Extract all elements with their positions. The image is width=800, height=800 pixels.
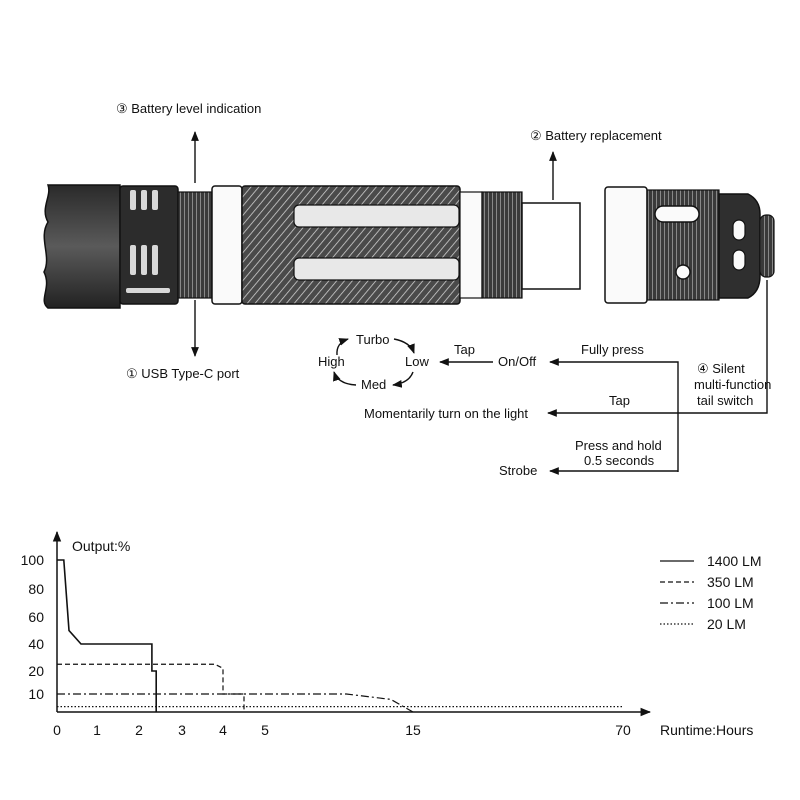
flashlight-head <box>43 184 121 309</box>
tail-cap <box>604 186 775 304</box>
tail-switch-label-2: multi-function <box>694 377 771 392</box>
y-tick-100: 100 <box>21 552 45 568</box>
series-line-1400-lm <box>57 559 157 712</box>
switch-flow-lines <box>439 280 768 475</box>
callout-lines <box>191 131 557 357</box>
battery-indicator-ring <box>119 185 179 305</box>
legend-label-3: 20 LM <box>707 616 746 632</box>
knurled-tube <box>241 185 461 305</box>
tube-threads <box>481 191 523 299</box>
ring-slots <box>126 190 170 293</box>
y-axis-label: Output:% <box>72 538 130 554</box>
chart-legend: 1400 LM 350 LM 100 LM 20 LM <box>660 553 761 632</box>
legend-label-0: 1400 LM <box>707 553 761 569</box>
x-axis-label: Runtime:Hours <box>660 722 753 738</box>
x-tick-1: 1 <box>93 722 101 738</box>
battery-level-label: ③ Battery level indication <box>116 101 261 116</box>
tail-switch-button <box>759 214 775 278</box>
x-tick-4: 4 <box>219 722 227 738</box>
usb-port-collar <box>177 191 213 299</box>
tap-label-onoff: Tap <box>454 342 475 357</box>
y-tick-10: 10 <box>28 686 44 702</box>
y-tick-60: 60 <box>28 609 44 625</box>
mode-low: Low <box>405 354 429 369</box>
runtime-chart: Output:% Runtime:Hours 100 80 60 40 20 10 0 1 2… <box>21 530 761 738</box>
series-line-100-lm <box>57 693 414 713</box>
flashlight-body <box>43 184 775 309</box>
legend-label-2: 100 LM <box>707 595 754 611</box>
press-hold-label-2: 0.5 seconds <box>584 453 655 468</box>
series-line-350-lm <box>57 663 245 712</box>
y-tick-20: 20 <box>28 663 44 679</box>
on-off-label: On/Off <box>498 354 536 369</box>
x-tick-3: 3 <box>178 722 186 738</box>
y-tick-labels: 100 80 60 40 20 10 <box>21 552 45 702</box>
x-tick-70: 70 <box>615 722 631 738</box>
chart-axes <box>52 530 652 717</box>
fully-press-label: Fully press <box>581 342 644 357</box>
series-lines <box>57 559 623 713</box>
y-tick-80: 80 <box>28 581 44 597</box>
x-tick-2: 2 <box>135 722 143 738</box>
tube-flat-panels <box>293 204 460 281</box>
mode-turbo: Turbo <box>356 332 389 347</box>
x-tick-5: 5 <box>261 722 269 738</box>
mode-cycle-arrows <box>333 338 415 388</box>
strobe-label: Strobe <box>499 463 537 478</box>
tap-label-momentary: Tap <box>609 393 630 408</box>
tail-switch-label-1: ④ Silent <box>697 361 745 376</box>
battery-replacement-label: ② Battery replacement <box>530 128 662 143</box>
mode-high: High <box>318 354 345 369</box>
legend-label-1: 350 LM <box>707 574 754 590</box>
x-tick-15: 15 <box>405 722 421 738</box>
usb-port-label: ① USB Type-C port <box>126 366 240 381</box>
x-tick-0: 0 <box>53 722 61 738</box>
press-hold-label-1: Press and hold <box>575 438 662 453</box>
battery <box>521 202 581 290</box>
tail-switch-label-3: tail switch <box>697 393 753 408</box>
momentary-label: Momentarily turn on the light <box>364 406 528 421</box>
y-tick-40: 40 <box>28 636 44 652</box>
x-tick-labels: 0 1 2 3 4 5 15 70 <box>53 722 631 738</box>
mode-med: Med <box>361 377 386 392</box>
